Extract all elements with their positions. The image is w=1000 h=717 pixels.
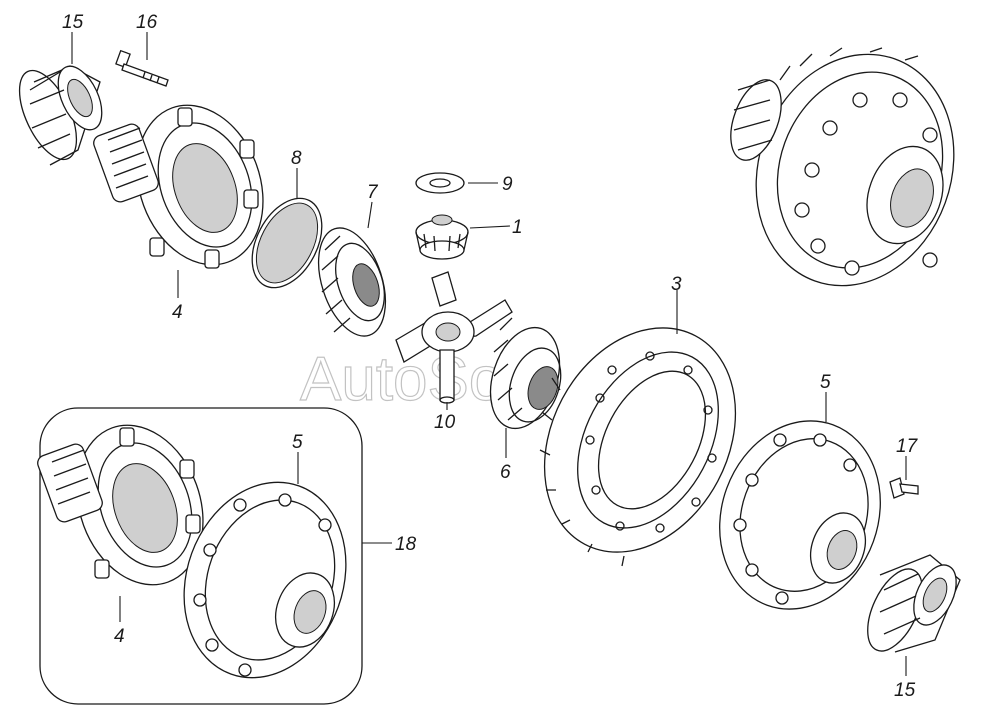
callout-3: 3 <box>671 274 682 295</box>
callout-6: 6 <box>500 462 511 483</box>
housing-half-bottom <box>37 424 204 586</box>
diff-bolts <box>794 92 938 276</box>
callout-15-bottom: 15 <box>894 680 916 701</box>
callout-5-right: 5 <box>820 372 831 393</box>
bearing-bottom-right <box>867 554 961 653</box>
bolt-17 <box>889 477 919 499</box>
side-gear-7 <box>317 227 387 337</box>
callout-17: 17 <box>896 436 919 457</box>
callout-9: 9 <box>502 174 513 195</box>
callout-5-left: 5 <box>292 432 303 453</box>
callout-labels: 15 16 8 7 9 1 4 3 5 10 6 17 5 18 4 15 <box>62 12 919 701</box>
side-gear-6 <box>489 317 562 430</box>
housing-half-top <box>93 104 264 269</box>
washer-9 <box>415 172 465 194</box>
callout-4-top: 4 <box>172 302 183 323</box>
bolt-16 <box>115 49 169 87</box>
assembled-differential <box>730 47 955 287</box>
ring-gear-3 <box>539 327 737 567</box>
callout-8: 8 <box>291 148 302 169</box>
callout-1: 1 <box>512 217 523 238</box>
kit-18-frame <box>39 407 363 705</box>
housing-left-bolts <box>193 493 332 677</box>
callout-4-bottom: 4 <box>114 626 125 647</box>
spider-cross-10 <box>395 271 513 404</box>
washer-8 <box>251 197 323 289</box>
leader-lines <box>71 32 907 676</box>
ring-gear-holes <box>585 351 717 533</box>
housing-half-left <box>183 481 347 679</box>
callout-15-top: 15 <box>62 12 84 33</box>
bearing-top-left <box>18 65 103 166</box>
pinion-gear-1 <box>415 214 469 260</box>
housing-right-bolts <box>733 433 857 605</box>
callout-16: 16 <box>136 12 158 33</box>
callout-18: 18 <box>395 534 417 555</box>
housing-half-right <box>719 420 881 610</box>
callout-10: 10 <box>434 412 456 433</box>
callout-7: 7 <box>367 182 379 203</box>
